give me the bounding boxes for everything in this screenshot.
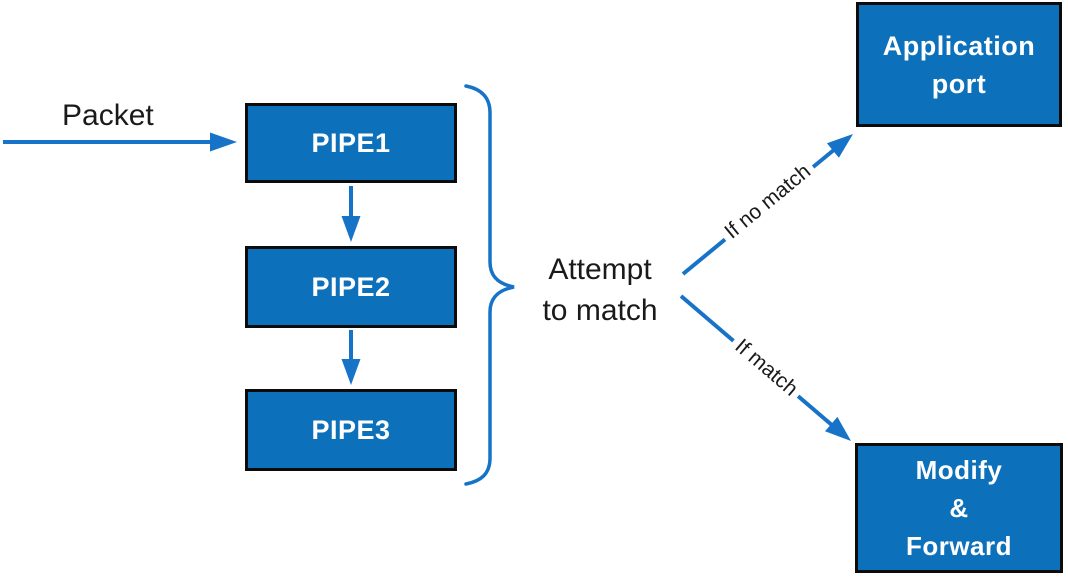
node-pipe1-label: PIPE1 — [311, 128, 391, 158]
node-pipe1: PIPE1 — [245, 103, 457, 183]
attempt-to-match-label: Attempt to match — [524, 249, 676, 331]
node-modify-forward: Modify & Forward — [855, 443, 1063, 573]
pipe2-to-pipe3-arrow — [341, 330, 361, 385]
node-application-port-line2: port — [931, 68, 987, 99]
attempt-to-match-line2: to match — [542, 294, 658, 327]
pipe1-to-pipe2-arrow — [341, 186, 361, 242]
packet-label: Packet — [62, 99, 154, 132]
group-brace — [464, 84, 515, 486]
node-pipe2: PIPE2 — [245, 246, 457, 328]
node-pipe3: PIPE3 — [245, 389, 457, 471]
packet-arrow — [3, 132, 237, 152]
node-pipe3-label: PIPE3 — [311, 415, 391, 445]
node-application-port: Application port — [856, 2, 1062, 127]
node-application-port-line1: Application — [882, 30, 1036, 61]
node-modify-forward-line1: Modify — [915, 455, 1003, 485]
node-modify-forward-line3: Forward — [905, 531, 1013, 561]
node-modify-forward-line2: & — [949, 493, 969, 523]
attempt-to-match-line1: Attempt — [548, 253, 652, 286]
node-pipe2-label: PIPE2 — [311, 272, 391, 302]
